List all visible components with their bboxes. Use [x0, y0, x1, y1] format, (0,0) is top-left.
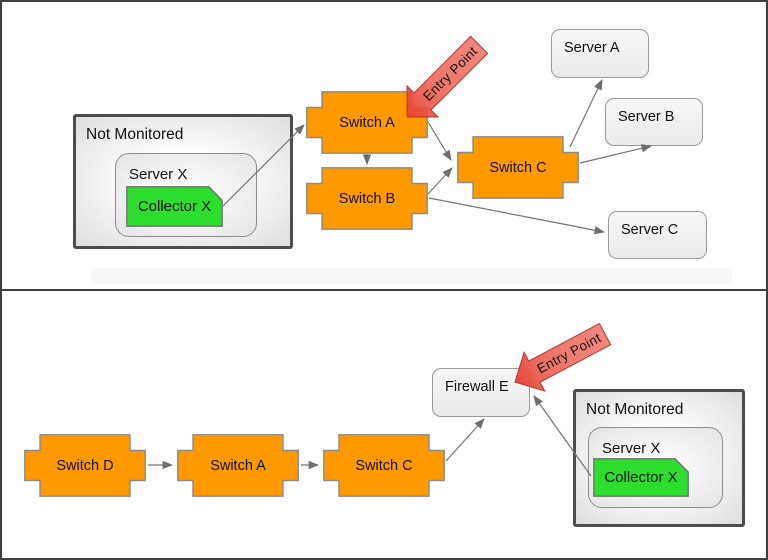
switch-a2-label: Switch A	[210, 457, 266, 474]
connector-switch-c-to-firewall-e	[445, 418, 485, 462]
switch-a2-shape	[177, 434, 299, 497]
entry-point-label-2: Entry Point	[534, 330, 603, 376]
switch-b-label: Switch B	[338, 190, 396, 207]
switch-c-label: Switch C	[489, 159, 547, 176]
connector-switch-b-to-switch-c	[427, 167, 453, 195]
switch-c2-shape	[323, 434, 445, 497]
connector-switch-c-to-server-a	[569, 79, 603, 148]
server-a-box: Server A	[551, 29, 649, 78]
switch-c2-label: Switch C	[355, 457, 413, 474]
server-b-box: Server B	[605, 98, 703, 146]
connector-switch-a-to-switch-c	[427, 121, 452, 161]
panel-divider	[2, 289, 766, 291]
entry-point-label: Entry Point	[420, 44, 480, 104]
switch-b-shape	[306, 167, 428, 230]
switch-d-label: Switch D	[56, 457, 114, 474]
switch-a-shape	[306, 91, 428, 154]
server-x-box-2: Server X	[588, 427, 723, 508]
not-monitored-label: Not Monitored	[86, 126, 184, 143]
firewall-e-box: Firewall E	[432, 368, 530, 417]
server-x-box: Server X	[115, 153, 257, 237]
top-panel: Not Monitored Server X Server A Server B…	[2, 2, 766, 289]
switch-d-shape	[24, 434, 146, 497]
entry-point-arrow: Entry Point	[406, 35, 489, 118]
server-c-box: Server C	[608, 211, 707, 259]
firewall-e-label: Firewall E	[445, 379, 509, 395]
switch-a-label: Switch A	[339, 114, 395, 131]
switch-c-shape	[457, 136, 579, 199]
connector-switch-c-to-server-b	[579, 144, 653, 164]
server-b-label: Server B	[618, 109, 675, 125]
bottom-panel: Firewall E Not Monitored Server X	[2, 291, 766, 558]
background-artifact	[90, 268, 732, 284]
server-x-label: Server X	[129, 166, 188, 183]
connector-switch-b-to-server-c	[428, 197, 606, 235]
not-monitored-label-2: Not Monitored	[586, 401, 684, 418]
server-a-label: Server A	[564, 40, 620, 56]
server-x-label-2: Server X	[602, 440, 661, 457]
server-c-label: Server C	[621, 222, 679, 238]
